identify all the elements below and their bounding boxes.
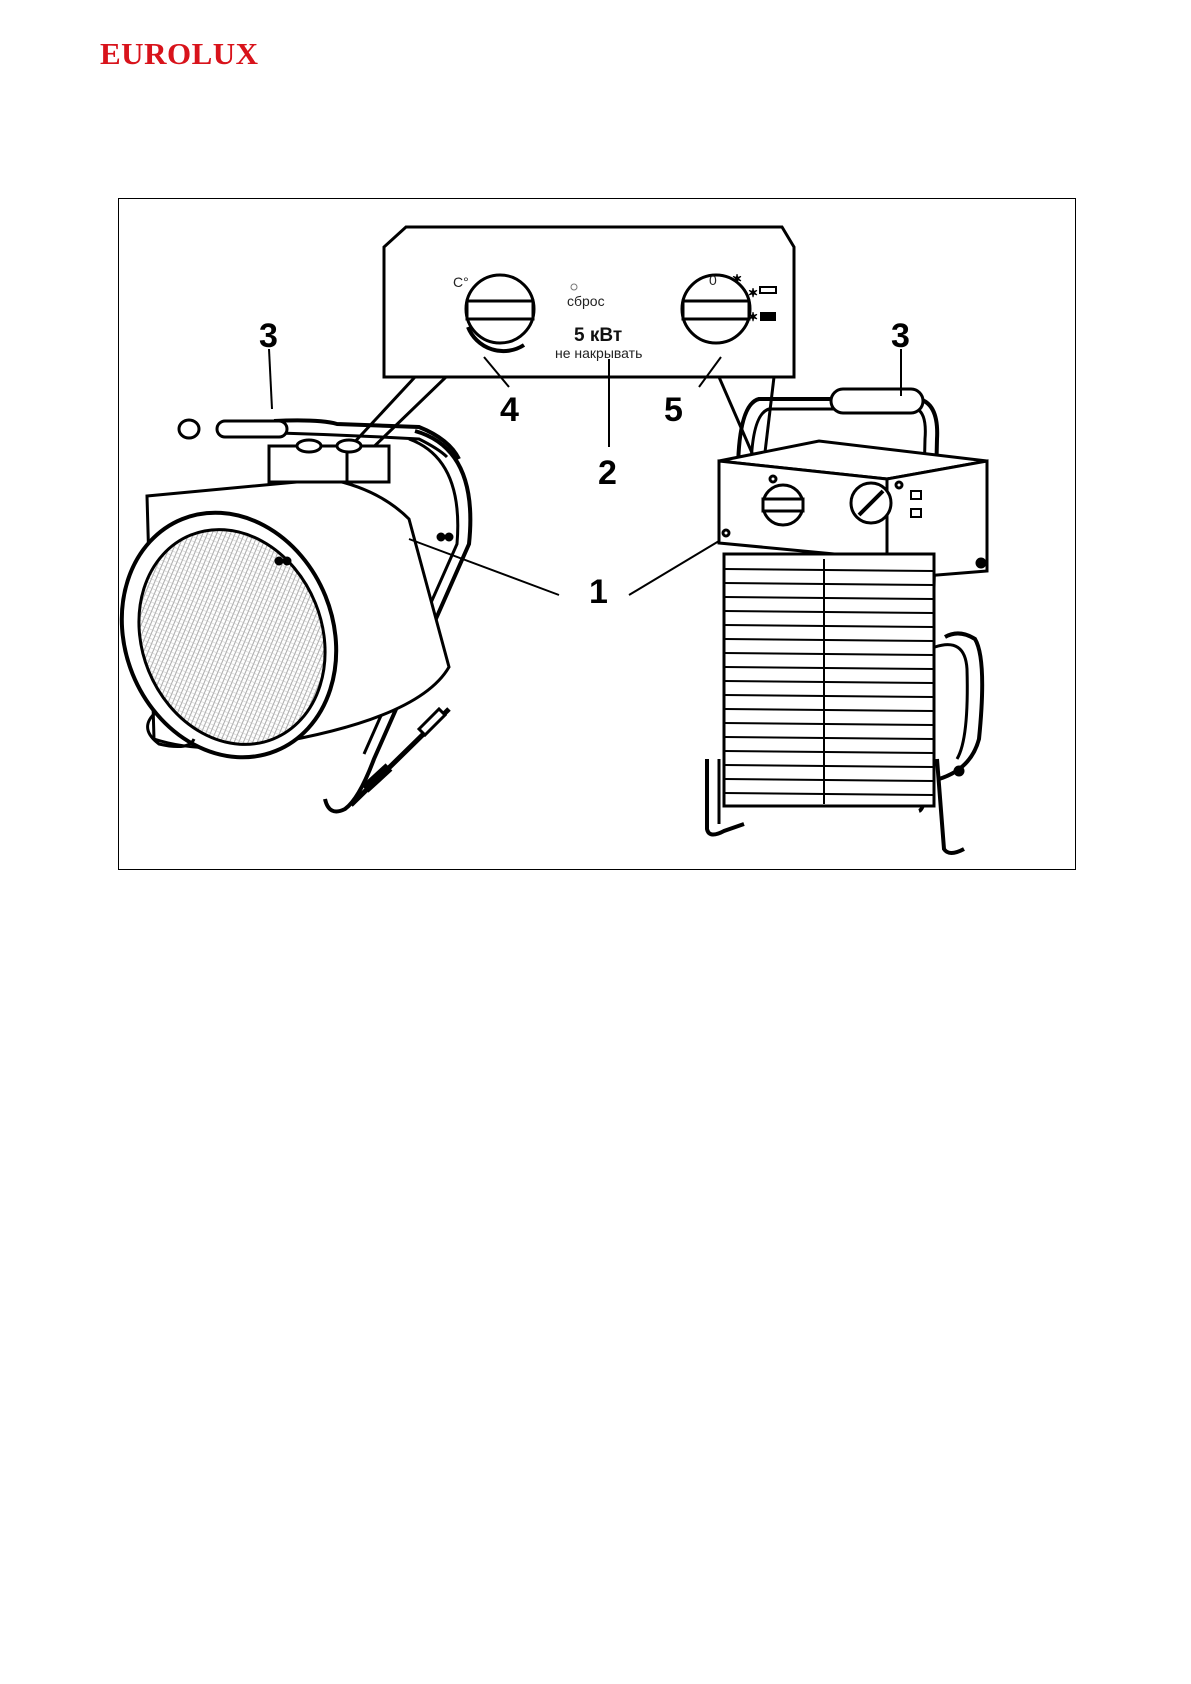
callout-3-left: 3 xyxy=(259,317,278,355)
half-power-icon xyxy=(760,287,776,293)
callout-4: 4 xyxy=(500,391,519,429)
reset-indicator-icon xyxy=(571,284,577,290)
full-power-icon xyxy=(760,312,776,321)
box-heater xyxy=(707,389,987,853)
do-not-cover-label: не накрывать xyxy=(555,345,642,361)
brand-logo: EUROLUX xyxy=(100,36,259,72)
callout-5: 5 xyxy=(664,391,683,429)
svg-text:✶: ✶ xyxy=(748,310,758,324)
power-rating-label: 5 кВт xyxy=(574,325,622,346)
reset-label: сброс xyxy=(567,293,605,309)
cylindrical-heater xyxy=(119,420,470,811)
svg-text:✶: ✶ xyxy=(732,272,742,286)
callout-3-right: 3 xyxy=(891,317,910,355)
temp-symbol-label: C° xyxy=(453,274,469,290)
heater-diagram: ✶ ✶ ✶ C° сброс 5 кВт не накрывать 0 xyxy=(118,198,1076,870)
mode-zero-label: 0 xyxy=(709,272,717,288)
svg-text:✶: ✶ xyxy=(748,286,758,300)
callout-2: 2 xyxy=(598,454,617,492)
diagram-drawing: ✶ ✶ ✶ C° сброс 5 кВт не накрывать 0 xyxy=(119,199,1075,869)
callout-1: 1 xyxy=(589,573,608,611)
